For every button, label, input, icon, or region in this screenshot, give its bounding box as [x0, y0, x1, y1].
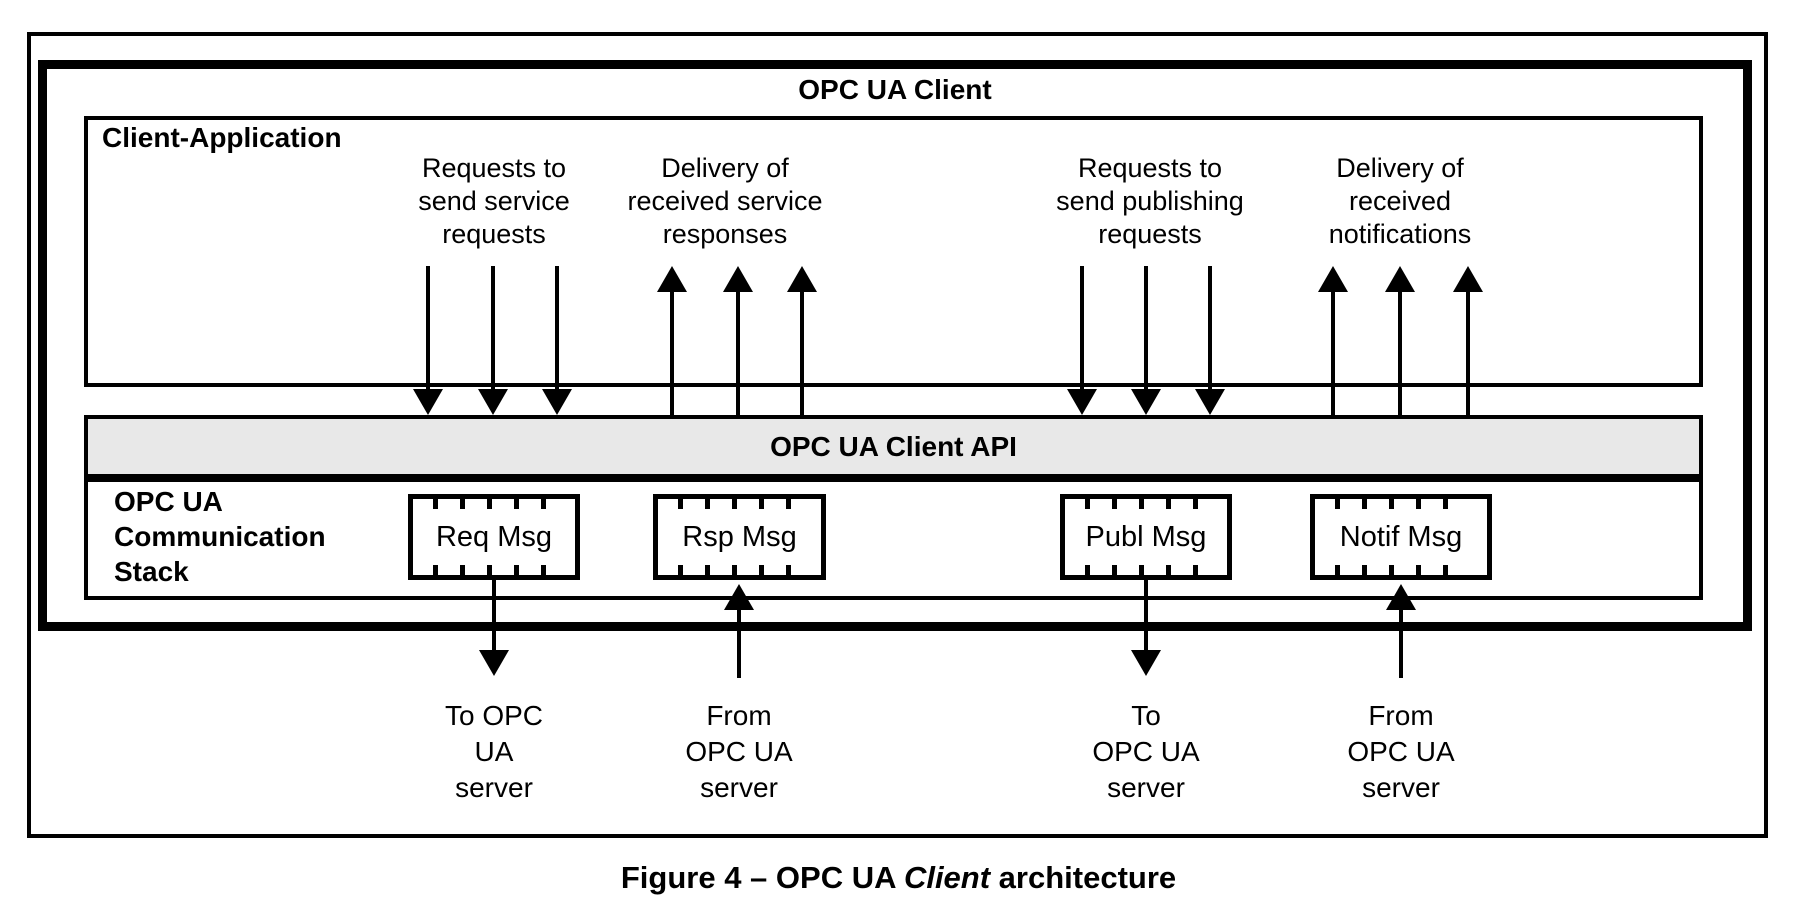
- flow-label-line: Requests to: [1077, 153, 1223, 183]
- message-ticks: [1085, 499, 1209, 509]
- flow-label-line: requests: [442, 219, 546, 249]
- communication-stack-label: OPC UA Communication Stack: [114, 484, 326, 589]
- flow-label-line: notifications: [1328, 219, 1472, 249]
- opc-ua-client-api-bar: OPC UA Client API: [84, 415, 1703, 478]
- down-arrow: [542, 266, 572, 415]
- up-arrow: [723, 266, 753, 415]
- down-arrow: [1195, 266, 1225, 415]
- message-ticks: [433, 499, 557, 509]
- stack-label-line: Stack: [114, 556, 189, 587]
- server-label-line: OPC UA: [685, 736, 793, 767]
- notif-msg-label: Notif Msg: [1339, 520, 1463, 553]
- up-arrow: [1318, 266, 1348, 415]
- notif-msg-box: Notif Msg: [1310, 494, 1492, 580]
- server-link-label-to-opc-ua-server-1: To OPC UA server: [374, 698, 614, 806]
- server-label-line: To: [1131, 700, 1161, 731]
- server-label-line: UA: [474, 736, 514, 767]
- figure-frame: [27, 32, 1768, 838]
- flow-label-line: received service: [627, 186, 823, 216]
- server-link-label-from-opc-ua-server-1: From OPC UA server: [619, 698, 859, 806]
- up-arrow: [1386, 584, 1416, 678]
- server-link-label-from-opc-ua-server-2: From OPC UA server: [1281, 698, 1521, 806]
- flow-label-received-notifications: Delivery of received notifications: [1240, 152, 1560, 251]
- figure-caption-prefix: Figure 4 – OPC UA: [620, 860, 904, 895]
- server-label-line: OPC UA: [1092, 736, 1200, 767]
- rsp-msg-label: Rsp Msg: [682, 520, 797, 553]
- down-arrow: [479, 578, 509, 676]
- up-arrow: [1385, 266, 1415, 415]
- figure-caption-emphasis: Client: [903, 860, 991, 895]
- client-application-label: Client-Application: [102, 122, 342, 153]
- message-ticks: [678, 565, 803, 575]
- up-arrow: [657, 266, 687, 415]
- flow-label-line: send service: [418, 186, 570, 216]
- up-arrow: [724, 584, 754, 678]
- server-link-label-to-opc-ua-server-2: To OPC UA server: [1026, 698, 1266, 806]
- figure-caption: Figure 4 – OPC UA Client architecture: [0, 860, 1797, 896]
- message-ticks: [1335, 565, 1469, 575]
- opc-ua-client-box: [38, 60, 1752, 631]
- up-arrow: [787, 266, 817, 415]
- stack-label-line: OPC UA: [114, 486, 223, 517]
- server-label-line: server: [1362, 772, 1440, 803]
- flow-label-line: send publishing: [1056, 186, 1244, 216]
- flow-label-line: Delivery of: [1336, 153, 1464, 183]
- down-arrow: [1067, 266, 1097, 415]
- server-label-line: server: [455, 772, 533, 803]
- down-arrow: [478, 266, 508, 415]
- flow-label-line: responses: [662, 219, 788, 249]
- message-ticks: [433, 565, 557, 575]
- message-ticks: [1085, 565, 1209, 575]
- down-arrow: [1131, 266, 1161, 415]
- flow-label-send-service-requests: Requests to send service requests: [334, 152, 654, 251]
- down-arrow: [1131, 578, 1161, 676]
- message-ticks: [678, 499, 803, 509]
- stack-label-line: Communication: [114, 521, 326, 552]
- server-label-line: server: [700, 772, 778, 803]
- publ-msg-box: Publ Msg: [1060, 494, 1232, 580]
- server-label-line: From: [1368, 700, 1434, 731]
- publ-msg-label: Publ Msg: [1085, 520, 1207, 553]
- flow-label-received-service-responses: Delivery of received service responses: [565, 152, 885, 251]
- client-application-box: [84, 116, 1703, 387]
- up-arrow: [1453, 266, 1483, 415]
- server-label-line: server: [1107, 772, 1185, 803]
- communication-stack-box: [84, 478, 1703, 600]
- flow-label-line: Requests to: [421, 153, 567, 183]
- server-label-line: To OPC: [444, 700, 544, 731]
- rsp-msg-box: Rsp Msg: [653, 494, 826, 580]
- req-msg-box: Req Msg: [408, 494, 580, 580]
- figure-caption-suffix: architecture: [990, 860, 1177, 895]
- flow-label-line: requests: [1098, 219, 1202, 249]
- opc-ua-client-title: OPC UA Client: [798, 74, 992, 105]
- server-label-line: OPC UA: [1347, 736, 1455, 767]
- flow-label-send-publishing-requests: Requests to send publishing requests: [990, 152, 1310, 251]
- message-ticks: [1335, 499, 1469, 509]
- flow-label-line: received: [1348, 186, 1452, 216]
- server-label-line: From: [706, 700, 772, 731]
- req-msg-label: Req Msg: [435, 520, 553, 553]
- flow-label-line: Delivery of: [661, 153, 789, 183]
- down-arrow: [413, 266, 443, 415]
